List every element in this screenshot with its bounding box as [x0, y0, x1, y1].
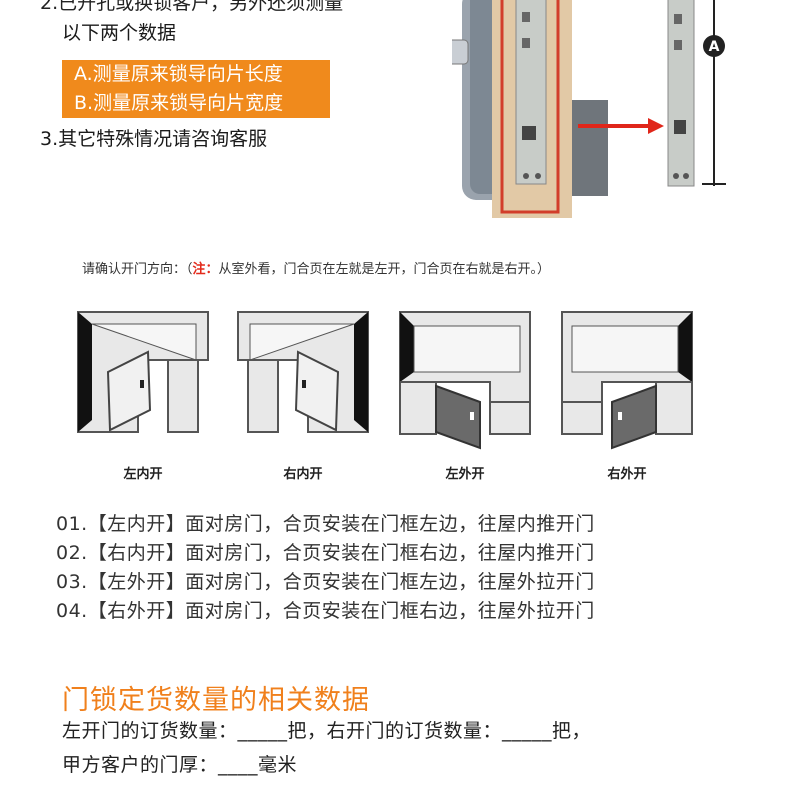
door-panel-right-in: 右内开: [228, 302, 378, 482]
guide-plate: [667, 0, 695, 187]
order-section-title: 门锁定货数量的相关数据: [62, 685, 370, 716]
lock-handle: [452, 39, 469, 65]
list-item: 02.【右内开】面对房门，合页安装在门框右边，往屋内推开门: [56, 542, 595, 564]
door-panel-left-out: 左外开: [390, 302, 540, 482]
door-diagram-right-out: [561, 311, 693, 450]
faceplate: [515, 0, 547, 185]
list-item: 04.【右外开】面对房门，合页安装在门框右边，往屋外拉开门: [56, 600, 595, 622]
door-diagram-right-in: [237, 311, 369, 433]
door-title-suffix: 从室外看，门合页在左就是左开，门合页在右就是右开。）: [218, 262, 551, 277]
door-title-prefix: 请确认开门方向：（: [82, 262, 193, 277]
list-item: 01.【左内开】面对房门，合页安装在门框左边，往屋内推开门: [56, 513, 595, 535]
door-direction-title: 请确认开门方向：（注：从室外看，门合页在左就是左开，门合页在右就是右开。）: [82, 258, 550, 277]
intro-line-3: 3.其它特殊情况请咨询客服: [40, 128, 268, 150]
door-diagram-left-out: [399, 311, 531, 450]
door-label-left-out: 左外开: [445, 467, 485, 482]
intro-text: 2.已开孔或换锁客户，另外还须测量 以下两个数据 3.其它特殊情况请咨询客服: [40, 0, 400, 150]
option-a: A.测量原来锁导向片长度: [74, 63, 283, 85]
door-title-note: 注：: [192, 262, 219, 277]
direction-list: 01.【左内开】面对房门，合页安装在门框左边，往屋内推开门 02.【右内开】面对…: [56, 510, 595, 626]
dimension-marker: [703, 35, 725, 57]
measurement-instructions: 2.已开孔或换锁客户，另外还须测量 以下两个数据 3.其它特殊情况请咨询客服 A…: [0, 0, 800, 230]
list-item: 03.【左外开】面对房门，合页安装在门框左边，往屋外拉开门: [56, 571, 595, 593]
lock-side: [572, 100, 608, 196]
intro-line-2: 以下两个数据: [62, 22, 177, 44]
dimension-label: A: [709, 39, 720, 55]
door-diagram-left-in: [77, 311, 209, 433]
door-label-right-in: 右内开: [283, 467, 323, 482]
door-label-left-in: 左内开: [123, 467, 163, 482]
highlight-frame: [500, 0, 560, 214]
intro-line-1: 2.已开孔或换锁客户，另外还须测量: [40, 0, 344, 14]
door-label-right-out: 右外开: [607, 467, 647, 482]
door-panel-left-in: 左内开: [68, 302, 218, 482]
door-thickness-line: 甲方客户的门厚：____毫米: [62, 754, 298, 776]
lock-illustration: A: [452, 0, 726, 218]
measure-options-box: A.测量原来锁导向片长度 B.测量原来锁导向片宽度: [62, 60, 330, 118]
order-quantity-line: 左开门的订货数量：_____把，右开门的订货数量：_____把，: [62, 720, 592, 742]
door-panel-right-out: 右外开: [552, 302, 702, 482]
option-b: B.测量原来锁导向片宽度: [74, 92, 284, 114]
door-direction-section: 请确认开门方向：（注：从室外看，门合页在左就是左开，门合页在右就是右开。） 左内…: [0, 250, 800, 490]
